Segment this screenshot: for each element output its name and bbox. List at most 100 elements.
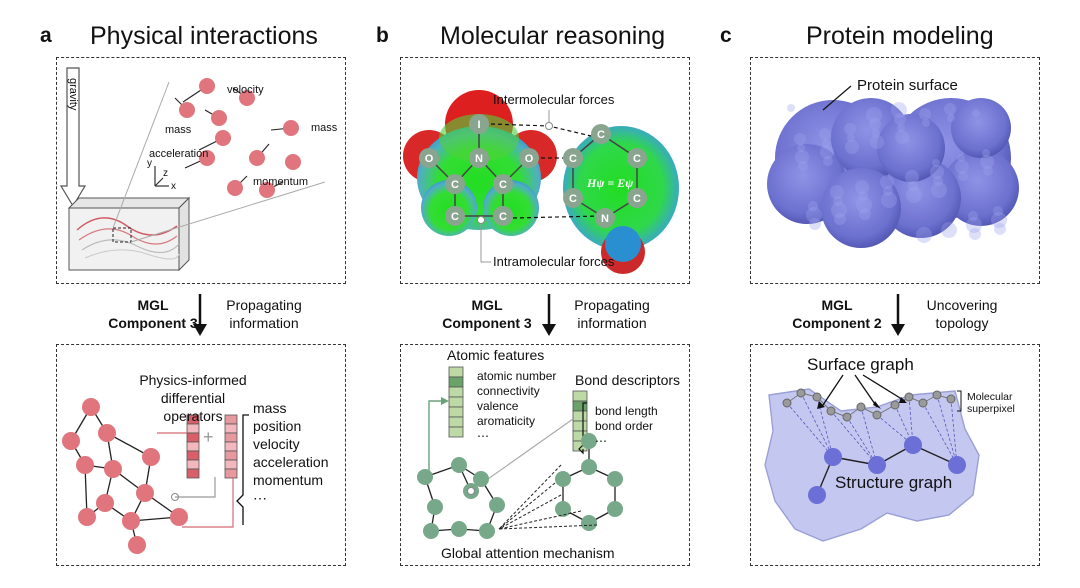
structure-node [948,456,966,474]
protein-lobe [821,168,901,248]
surface-node [918,398,928,408]
molecular-graph [417,366,623,539]
atom-label: N [601,213,609,225]
graph-node [76,456,94,474]
particle [199,78,215,94]
atom-label: C [597,129,605,141]
surface-node [826,406,836,416]
protein-blob [767,98,1019,248]
protein-surface-label: Protein surface [857,77,958,94]
graph-node [607,501,623,517]
feature-cell [572,420,588,432]
panel-b-down-arrow [542,294,556,336]
panel-a-title: Physical interactions [90,22,318,50]
graph-node [136,484,154,502]
feature-cell [224,423,238,434]
particle [215,130,231,146]
feature-item: mass [253,400,287,416]
momentum-label: momentum [253,176,309,188]
graph-a [62,398,188,554]
velocity-label: velocity [227,84,264,96]
feature-cell [572,390,588,402]
atom [419,148,439,168]
surface-structure-graph [764,374,980,542]
panel-c-title: Protein modeling [806,22,994,50]
particle [259,182,275,198]
axis-y-label: y [147,158,152,169]
graph-node [62,432,80,450]
atom [595,208,615,228]
feature-cell [186,468,200,479]
graph-node [423,523,439,539]
graph-node [451,521,467,537]
atom [627,148,647,168]
surface-node [812,392,822,402]
graph-node [170,508,188,526]
feature-cell [186,459,200,470]
atom-label: N [475,153,483,165]
particle [199,150,215,166]
atomic-feature-list: atomic number connectivity valence aroma… [477,369,556,444]
atomic-features-title: Atomic features [447,347,545,363]
physics-feature-list: mass position velocity acceleration mome… [253,399,329,507]
feature-cell [186,450,200,461]
feature-cell [448,406,464,418]
atomic-feature-item: connectivity [477,384,540,398]
graph-node [96,494,114,512]
bond-descriptors-title: Bond descriptors [575,372,681,388]
gravity-label: gravity [67,78,79,111]
bond-feature-item: bond length [595,404,658,418]
atom-label: C [499,179,507,191]
surface-node [932,390,942,400]
structure-node [824,448,842,466]
surface-node [946,394,956,404]
intramolecular-label: Intramolecular forces [493,254,615,269]
feature-cell [224,432,238,443]
particles [174,78,301,198]
atomic-feature-item: ⋯ [477,429,489,443]
graph-node [581,433,597,449]
particle [283,120,299,136]
particle [211,110,227,126]
atom-label: C [451,179,459,191]
panel-a-down-arrow [193,294,207,336]
graph-node [555,501,571,517]
feature-cell [186,423,200,434]
particle [227,180,243,196]
mass-label-left: mass [165,124,192,136]
atom [493,206,513,226]
atom [519,148,539,168]
bond-feature-item: ⋯ [595,434,607,448]
panel-b-letter: b [376,24,389,47]
atom-label: C [633,153,641,165]
graph-node [479,523,495,539]
atom [469,114,489,134]
surface-node [842,412,852,422]
feature-cell [448,366,464,378]
graph-node [489,497,505,513]
feature-cell [224,441,238,452]
atom-label: C [569,193,577,205]
graph-node [98,424,116,442]
graph-node [473,471,489,487]
acceleration-label: acceleration [149,148,209,160]
feature-cell [448,386,464,398]
atom-label: O [525,153,534,165]
axis-glyph [154,166,169,187]
feature-cell [448,416,464,428]
feature-item: ⋯ [253,490,267,506]
graph-node [555,471,571,487]
atom-label: I [477,119,480,131]
graph-node [104,460,122,478]
graph-node [581,515,597,531]
structure-node [904,436,922,454]
axis-z-label: z [163,168,168,179]
